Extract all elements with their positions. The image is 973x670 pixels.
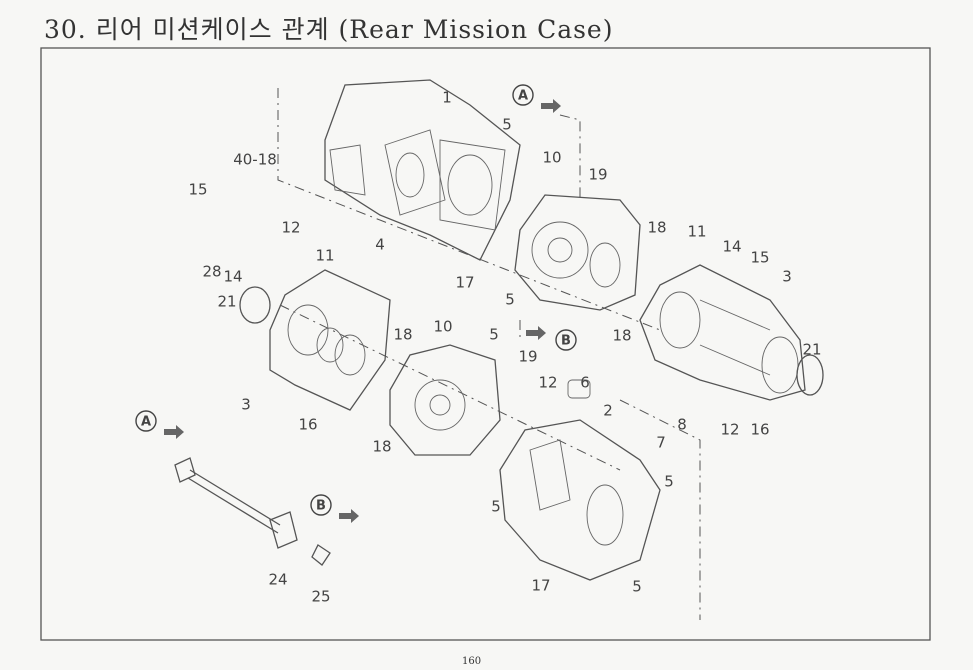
page-number: 160 [462,656,482,667]
part-10-plate-upper [514,194,641,311]
callout-19: 19 [518,348,537,366]
callout-18: 18 [372,438,391,456]
callout-15: 15 [188,181,207,199]
callout-28: 28 [202,263,221,281]
callout-5: 5 [491,498,501,516]
diagram-frame [40,47,931,641]
callout-15: 15 [750,249,769,267]
page-title: 30. 리어 미션케이스 관계 (Rear Mission Case) [44,15,614,44]
callout-11: 11 [315,247,334,265]
callout-21: 21 [802,341,821,359]
svg-text:A: A [141,415,151,430]
part-1-case [324,79,521,261]
part-2-case-lower [499,379,661,581]
svg-text:B: B [316,499,326,514]
callout-21: 21 [217,293,236,311]
callout-18: 18 [612,327,631,345]
callout-5: 5 [664,473,674,491]
callout-40-18: 40-18 [233,151,277,169]
callout-17: 17 [455,274,474,292]
callout-8: 8 [677,416,687,434]
callout-5: 5 [505,291,515,309]
view-arrow-icon [339,509,359,523]
callout-1: 1 [442,89,452,107]
callout-3: 3 [782,268,792,286]
callout-25: 25 [311,588,330,606]
callout-16: 16 [750,421,769,439]
svg-text:A: A [518,89,528,104]
callout-2: 2 [603,402,613,420]
callout-18: 18 [647,219,666,237]
callout-17: 17 [531,577,550,595]
callout-11: 11 [687,223,706,241]
part-11-cover-right [639,264,806,401]
callout-6: 6 [580,374,590,392]
callout-24: 24 [268,571,287,589]
part-11-cover-left [269,269,391,411]
callout-19: 19 [588,166,607,184]
view-marker-b: B [310,494,359,523]
view-marker-b: B [526,326,577,351]
part-21-seal-left [239,286,271,324]
callout-10: 10 [542,149,561,167]
view-marker-a: A [512,84,561,113]
callout-5: 5 [502,116,512,134]
view-marker-a: A [135,410,184,439]
callout-5: 5 [489,326,499,344]
callout-16: 16 [298,416,317,434]
center-line-upper [277,88,661,331]
callout-7: 7 [656,434,666,452]
callout-12: 12 [538,374,557,392]
callout-14: 14 [722,238,741,256]
callout-10: 10 [433,318,452,336]
svg-text:B: B [561,334,571,349]
callout-12: 12 [281,219,300,237]
center-line-right [619,399,701,620]
part-21-seal-right [796,354,824,396]
callout-3: 3 [241,396,251,414]
callout-5: 5 [632,578,642,596]
part-10-plate-lower [389,344,501,456]
center-line-a [559,114,581,200]
part-25-bolt [311,544,331,566]
part-24-shaft [174,457,298,549]
center-line-lower [279,304,621,471]
callout-14: 14 [223,268,242,286]
view-arrow-icon [526,326,546,340]
callout-12: 12 [720,421,739,439]
view-arrow-icon [541,99,561,113]
callout-18: 18 [393,326,412,344]
callout-4: 4 [375,236,385,254]
view-arrow-icon [164,425,184,439]
